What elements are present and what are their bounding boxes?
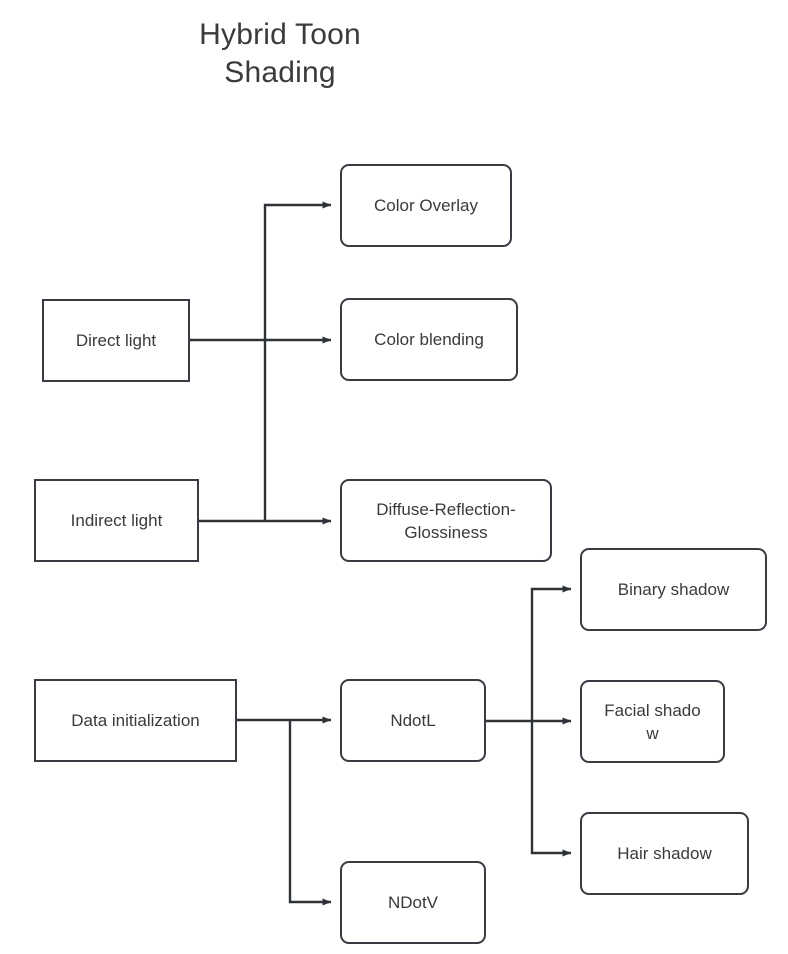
edge-ndotl-to-hair-shadow — [530, 721, 572, 857]
edge-data-to-ndotv — [288, 720, 332, 906]
node-hair-shadow[interactable]: Hair shadow — [580, 812, 749, 895]
edge-indirect-to-color-overlay — [263, 201, 332, 521]
node-ndotv[interactable]: NDotV — [340, 861, 486, 944]
node-indirect-light[interactable]: Indirect light — [34, 479, 199, 562]
page-title: Hybrid Toon Shading — [199, 18, 361, 89]
node-ndotl[interactable]: NdotL — [340, 679, 486, 762]
node-direct-light[interactable]: Direct light — [42, 299, 190, 382]
node-diffuse-reflection-glossiness[interactable]: Diffuse-Reflection- Glossiness — [340, 479, 552, 562]
node-color-overlay[interactable]: Color Overlay — [340, 164, 512, 247]
node-color-blending[interactable]: Color blending — [340, 298, 518, 381]
edge-ndotl-to-binary-shadow — [530, 585, 572, 721]
node-facial-shadow[interactable]: Facial shado w — [580, 680, 725, 763]
node-binary-shadow[interactable]: Binary shadow — [580, 548, 767, 631]
node-data-initialization[interactable]: Data initialization — [34, 679, 237, 762]
